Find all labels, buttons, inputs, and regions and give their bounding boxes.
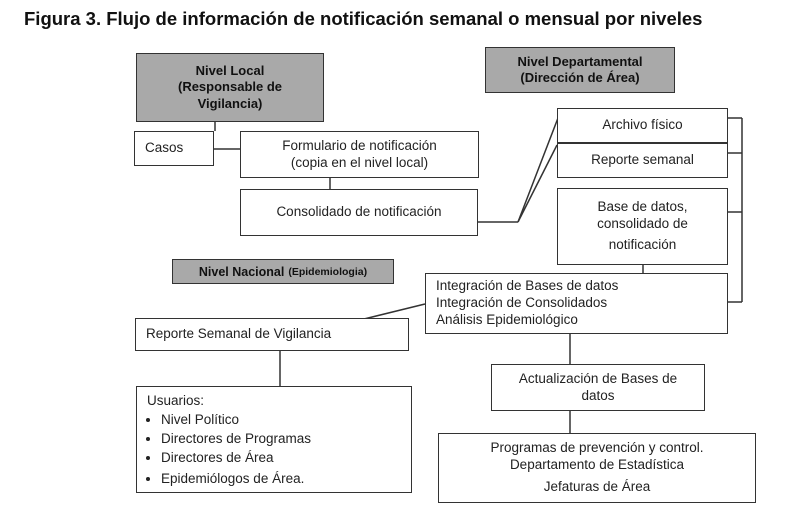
nivel-local-box: Nivel Local (Responsable de Vigilancia) <box>136 53 324 122</box>
integracion-line-1: Integración de Bases de datos <box>436 278 619 294</box>
usuarios-heading: Usuarios: <box>147 393 205 408</box>
archivo-fisico-label: Archivo físico <box>602 117 683 133</box>
programas-line-1: Programas de prevención y control. <box>490 440 704 456</box>
nivel-departamental-line-1: Nivel Departamental <box>517 53 643 69</box>
programas-line-2: Departamento de Estadística <box>509 457 685 473</box>
casos-label: Casos <box>145 140 184 156</box>
connector-to-archivo <box>517 117 559 223</box>
usuarios-item: Nivel Político <box>161 412 311 429</box>
consolidado-box: Consolidado de notificación <box>240 189 478 236</box>
actualizacion-box: Actualización de Bases de datos <box>491 364 705 411</box>
integracion-line-2: Integración de Consolidados <box>436 295 608 311</box>
formulario-box: Formulario de notificación (copia en el … <box>240 131 479 178</box>
integracion-box: Integración de Bases de datos Integració… <box>425 273 728 334</box>
usuarios-item: Directores de Área <box>161 450 311 467</box>
usuarios-list: Nivel Político Directores de Programas D… <box>147 412 311 490</box>
nivel-departamental-box: Nivel Departamental (Dirección de Área) <box>485 47 675 93</box>
formulario-line-1: Formulario de notificación <box>282 137 437 153</box>
programas-box: Programas de prevención y control. Depar… <box>438 433 756 503</box>
connector-integracion-reporte-vigilancia <box>359 303 426 321</box>
formulario-line-2: (copia en el nivel local) <box>290 154 429 170</box>
reporte-semanal-box: Reporte semanal <box>557 143 728 178</box>
nivel-nacional-main: Nivel Nacional <box>198 264 285 279</box>
archivo-fisico-box: Archivo físico <box>557 108 728 143</box>
casos-box: Casos <box>134 131 214 166</box>
usuarios-item: Epidemiólogos de Área. <box>161 471 311 488</box>
reporte-semanal-vigilancia-label: Reporte Semanal de Vigilancia <box>146 326 332 342</box>
actualizacion-line-1: Actualización de Bases de <box>518 370 678 386</box>
reporte-semanal-label: Reporte semanal <box>591 152 694 168</box>
actualizacion-line-2: datos <box>581 387 615 403</box>
nivel-nacional-sub: (Epidemiologia) <box>288 265 368 278</box>
integracion-line-3: Análisis Epidemiológico <box>436 311 578 327</box>
base-datos-line-3: notificación <box>608 236 677 252</box>
connector-to-reporte <box>517 144 558 223</box>
nivel-local-line-1: Nivel Local <box>195 63 265 79</box>
reporte-semanal-vigilancia-box: Reporte Semanal de Vigilancia <box>135 318 409 351</box>
usuarios-item: Directores de Programas <box>161 431 311 448</box>
usuarios-box: Usuarios: Nivel Político Directores de P… <box>136 386 412 493</box>
base-datos-line-2: consolidado de <box>597 216 688 232</box>
consolidado-label: Consolidado de notificación <box>276 204 442 220</box>
programas-line-3: Jefaturas de Área <box>543 478 651 494</box>
base-datos-box: Base de datos, consolidado de notificaci… <box>557 188 728 265</box>
nivel-nacional-box: Nivel Nacional (Epidemiologia) <box>172 259 394 284</box>
nivel-departamental-line-2: (Dirección de Área) <box>520 70 640 85</box>
nivel-local-line-3: Vigilancia) <box>197 95 263 111</box>
figure-title: Figura 3. Flujo de información de notifi… <box>24 8 703 29</box>
base-datos-line-1: Base de datos, <box>597 199 688 215</box>
nivel-local-line-2: (Responsable de <box>177 79 283 95</box>
